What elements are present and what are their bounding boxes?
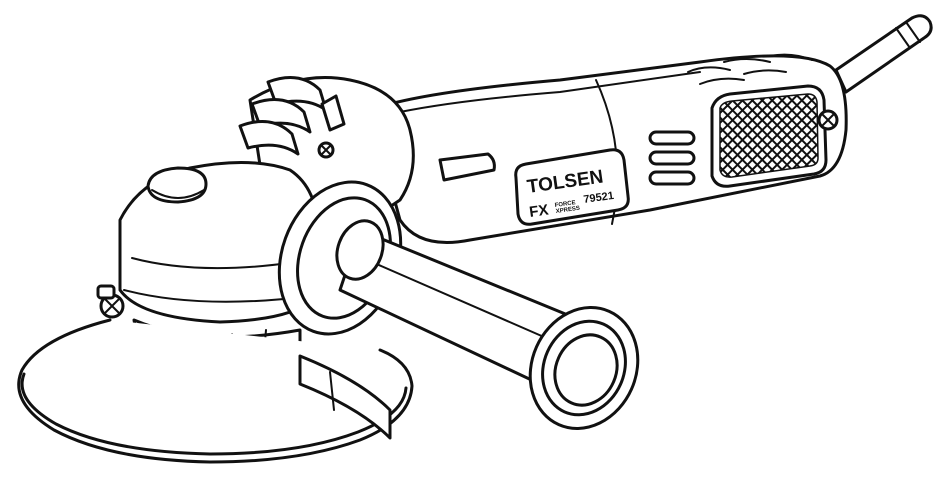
brand-label: TOLSEN FX FORCE XPRESS 79521	[514, 148, 630, 226]
series-line-1: FORCE	[554, 200, 576, 209]
wheel-guard	[17, 318, 414, 464]
model-number: 79521	[583, 190, 615, 206]
series-line-2: XPRESS	[555, 206, 580, 215]
power-cord	[834, 14, 933, 94]
series-logo: FX	[528, 201, 549, 221]
motor-housing	[368, 53, 848, 244]
side-handle	[277, 180, 640, 430]
gear-head	[96, 76, 415, 361]
